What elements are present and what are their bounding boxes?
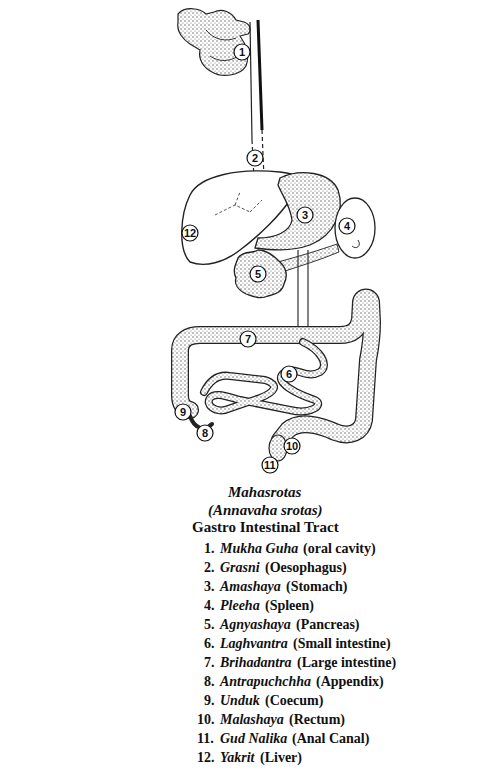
oral-detail <box>206 30 238 61</box>
part-translation: (Liver) <box>260 750 302 766</box>
callout-number: 10 <box>286 440 298 452</box>
list-number: 9. <box>204 693 215 709</box>
list-number: 3. <box>204 579 215 595</box>
callout-number: 8 <box>202 427 208 439</box>
list-number: 5. <box>204 617 215 633</box>
callout-number: 6 <box>286 368 292 380</box>
callout-number: 4 <box>344 220 350 232</box>
part-translation: (Oesophagus) <box>265 560 347 576</box>
part-translation: (Appendix) <box>316 674 384 690</box>
oral-cavity <box>178 9 250 76</box>
stomach <box>255 173 340 250</box>
callout-number: 5 <box>255 268 261 280</box>
part-translation: (Anal Canal) <box>292 731 369 747</box>
part-translation: (Pancreas) <box>296 617 360 633</box>
callout-number: 3 <box>302 209 308 221</box>
callout-circles <box>175 44 355 473</box>
callout-number: 9 <box>180 406 186 418</box>
callout-number: 7 <box>245 333 251 345</box>
spleen-detail <box>352 240 359 248</box>
oesophagus-wall <box>258 20 262 130</box>
list-number: 2. <box>204 560 215 576</box>
part-name: Yakrit <box>220 750 255 766</box>
part-translation: (Stomach) <box>286 579 347 595</box>
callout-number: 2 <box>252 152 258 164</box>
figure-subtitle: Gastro Intestinal Tract <box>192 519 339 536</box>
oesophagus-wall <box>250 22 252 140</box>
pancreas <box>234 250 286 298</box>
part-translation: (Spleen) <box>265 598 314 614</box>
part-name: Pleeha <box>220 598 260 614</box>
list-number: 12. <box>197 750 215 766</box>
list-number: 8. <box>204 674 215 690</box>
figure-subtitle: (Annavaha srotas) <box>208 502 323 519</box>
part-name: Unduk <box>220 693 260 709</box>
part-name: Gud Nalika <box>220 731 287 747</box>
part-translation: (Small intestine) <box>293 636 391 652</box>
part-name: Antrapuchchha <box>220 674 311 690</box>
callout-number: 12 <box>184 227 196 239</box>
list-number: 7. <box>204 655 215 671</box>
anal-canal <box>265 458 277 472</box>
figure-title: Mahasrotas <box>228 484 301 501</box>
part-translation: (oral cavity) <box>303 541 376 557</box>
part-translation: (Large intestine) <box>297 655 396 671</box>
part-translation: (Rectum) <box>289 712 345 728</box>
part-name: Agnyashaya <box>220 617 291 633</box>
list-number: 10. <box>197 712 215 728</box>
small-intestine-outline <box>204 342 324 411</box>
list-number: 4. <box>204 598 215 614</box>
part-name: Amashaya <box>220 579 281 595</box>
large-intestine <box>180 298 372 441</box>
list-number: 6. <box>204 636 215 652</box>
callout-number: 1 <box>239 46 245 58</box>
small-intestine <box>204 342 324 411</box>
part-name: Mukha Guha <box>220 541 298 557</box>
spleen <box>335 198 375 258</box>
part-name: Malashaya <box>220 712 284 728</box>
list-number: 11. <box>197 731 214 747</box>
callout-number: 11 <box>264 459 276 471</box>
part-name: Brihadantra <box>220 655 292 671</box>
large-intestine-outline <box>180 298 372 441</box>
list-number: 1. <box>204 541 215 557</box>
part-name: Grasni <box>220 560 260 576</box>
part-translation: (Coecum) <box>265 693 323 709</box>
liver-vessels <box>215 192 262 215</box>
part-name: Laghvantra <box>220 636 288 652</box>
